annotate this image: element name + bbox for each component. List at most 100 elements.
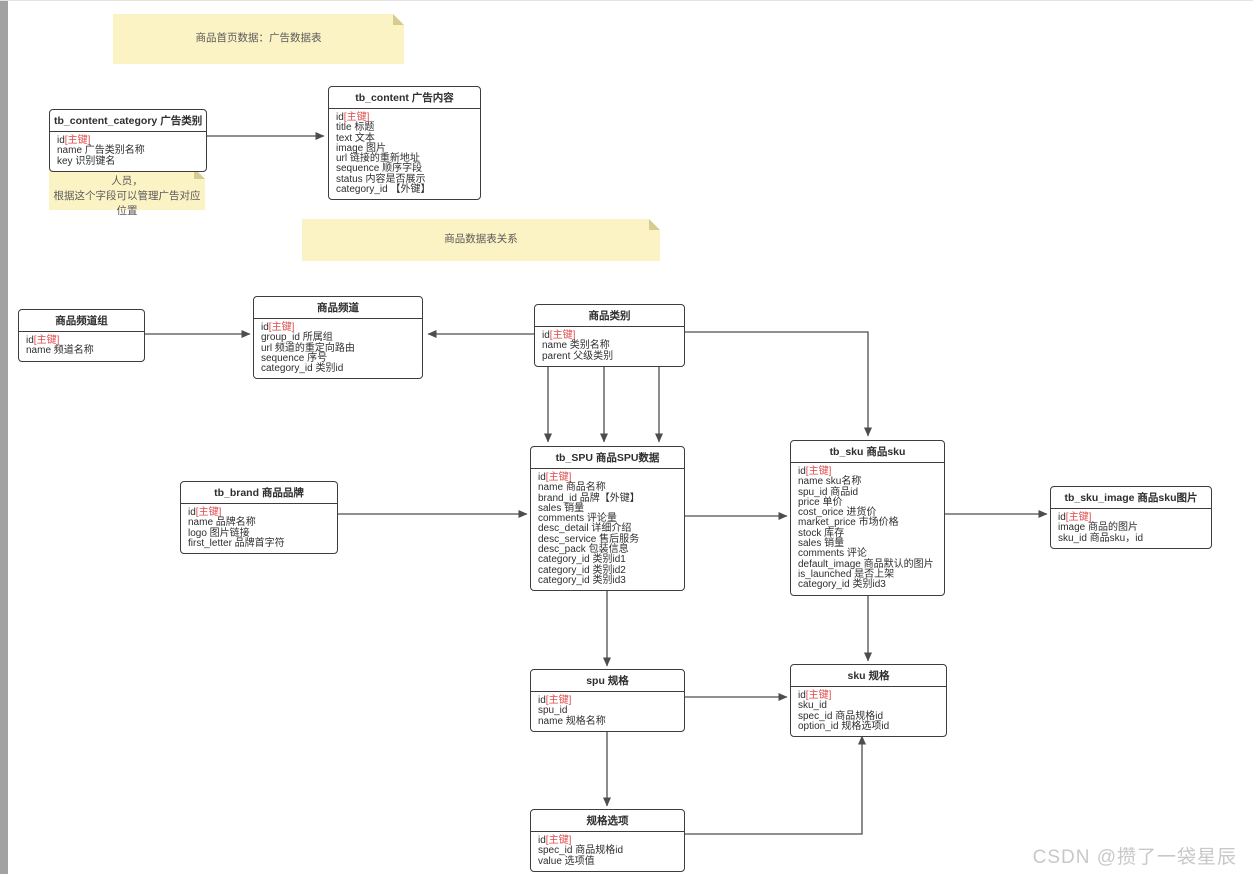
- entity-field: value 选项值: [538, 855, 595, 867]
- entity-field: key 识别键名: [57, 155, 116, 167]
- entity-field: id[主键]: [798, 690, 832, 701]
- primary-key-tag: [主键]: [1065, 512, 1092, 523]
- entity-title: sku 规格: [791, 665, 946, 687]
- entity-field: spec_id 商品规格id: [538, 845, 624, 857]
- primary-key-tag: [主键]: [545, 472, 572, 483]
- connector-category-to-sku: [685, 331, 872, 437]
- entity-field: spu_id 商品id: [798, 486, 859, 498]
- entity-field: comments 评论量: [538, 513, 617, 525]
- primary-key-tag: [主键]: [545, 695, 572, 706]
- entity-field: group_id 所属组: [261, 332, 333, 344]
- entity-title: tb_SPU 商品SPU数据: [531, 447, 684, 469]
- entity-field: sales 销量: [798, 538, 845, 550]
- primary-key-tag: [主键]: [805, 690, 832, 701]
- entity-field: name 商品名称: [538, 482, 606, 494]
- entity-field: market_price 市场价格: [798, 517, 899, 529]
- entity-title: tb_sku 商品sku: [791, 441, 944, 463]
- entity-title: tb_content_category 广告类别: [50, 110, 206, 132]
- entity-field-list: id[主键]name 频道名称: [19, 332, 144, 361]
- entity-title: tb_content 广告内容: [329, 87, 480, 109]
- connector-spec-option-to-sku-spec: [685, 735, 866, 835]
- primary-key-tag: [主键]: [545, 835, 572, 846]
- entity-title: spu 规格: [531, 670, 684, 692]
- entity-field: stock 库存: [798, 527, 845, 539]
- entity-field: id[主键]: [261, 322, 295, 333]
- entity-field: id[主键]: [26, 335, 60, 346]
- entity-field: spu_id: [538, 705, 568, 717]
- entity-title: 商品类别: [535, 305, 684, 327]
- primary-key-tag: [主键]: [268, 322, 295, 333]
- entity-field: image 商品的图片: [1058, 522, 1139, 534]
- note-text: 商品首页数据：广告数据表: [195, 32, 322, 45]
- entity-field: category_id 类别id: [261, 363, 344, 375]
- entity-field: category_id 【外键】: [336, 184, 431, 196]
- primary-key-tag: [主键]: [195, 507, 222, 518]
- entity-field: brand_id 品牌【外键】: [538, 492, 640, 504]
- entity-field: name 品牌名称: [188, 517, 256, 529]
- entity-field: desc_service 售后服务: [538, 533, 640, 545]
- entity-field: text 文本: [336, 132, 375, 144]
- entity-title: 商品频道组: [19, 310, 144, 332]
- entity-field: sku_id 商品sku，id: [1058, 532, 1144, 544]
- entity-field: url 频道的重定向路由: [261, 342, 355, 354]
- entity-field: url 链接的重新地址: [336, 153, 420, 165]
- entity-title: tb_brand 商品品牌: [181, 482, 337, 504]
- entity-field: category_id 类别id3: [538, 574, 626, 586]
- entity-field: id[主键]: [538, 835, 572, 846]
- note-key-field: key字段，主要设置用来方便开发人员， 根据这个字段可以管理广告对应位置: [49, 160, 205, 217]
- entity-field: name 规格名称: [538, 715, 606, 727]
- entity-title: 商品频道: [254, 297, 422, 319]
- primary-key-tag: [主键]: [64, 135, 91, 146]
- entity-field: desc_detail 详细介绍: [538, 523, 632, 535]
- entity-field: name sku名称: [798, 476, 862, 488]
- entity-field: price 单价: [798, 496, 843, 508]
- folded-corner-icon: [649, 219, 660, 230]
- entity-field: category_id 类别id3: [798, 579, 886, 591]
- entity-title: 规格选项: [531, 810, 684, 832]
- primary-key-tag: [主键]: [343, 112, 370, 123]
- entity-field: first_letter 品牌首字符: [188, 537, 285, 549]
- entity-field: is_launched 是否上架: [798, 568, 895, 580]
- folded-corner-icon: [393, 14, 404, 25]
- entity-title: tb_sku_image 商品sku图片: [1051, 487, 1211, 509]
- entity-field: id[主键]: [336, 112, 370, 123]
- entity-field: name 频道名称: [26, 345, 94, 357]
- entity-field: parent 父级类别: [542, 350, 614, 362]
- entity-field: sku_id: [798, 700, 827, 712]
- primary-key-tag: [主键]: [33, 335, 60, 346]
- entity-field: status 内容是否展示: [336, 173, 426, 185]
- entity-field: id[主键]: [538, 695, 572, 706]
- entity-field: id[主键]: [1058, 512, 1092, 523]
- entity-field: cost_orice 进货价: [798, 507, 877, 519]
- entity-field: category_id 类别id1: [538, 554, 626, 566]
- entity-field: id[主键]: [57, 135, 91, 146]
- folded-corner-icon: [194, 168, 205, 179]
- primary-key-tag: [主键]: [805, 466, 832, 477]
- entity-field: comments 评论: [798, 548, 867, 560]
- entity-field: name 类别名称: [542, 340, 610, 352]
- entity-field: desc_pack 包装信息: [538, 544, 629, 556]
- entity-field: title 标题: [336, 122, 375, 134]
